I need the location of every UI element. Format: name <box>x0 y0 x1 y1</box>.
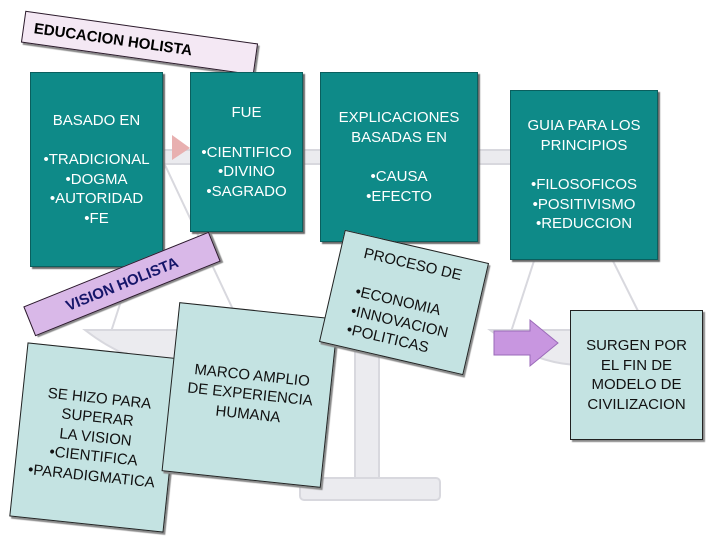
list-item: EFECTO <box>366 187 432 207</box>
list-item: SAGRADO <box>201 182 291 202</box>
basado-en-box: BASADO EN TRADICIONAL DOGMA AUTORIDAD FE <box>30 72 163 267</box>
guia-title-line2: PRINCIPIOS <box>540 136 628 154</box>
explicaciones-title-line1: EXPLICACIONES <box>338 109 460 126</box>
guia-list: FILOSOFICOS POSITIVISMO REDUCCION <box>531 175 637 234</box>
list-item: FE <box>43 209 149 229</box>
explicaciones-title-line2: BASADAS EN <box>351 128 447 146</box>
se-hizo-list: CIENTIFICA PARADIGMATICA <box>27 441 158 493</box>
guia-principios-box: GUIA PARA LOS PRINCIPIOS FILOSOFICOS POS… <box>510 90 658 260</box>
se-hizo-para-box: SE HIZO PARA SUPERAR LA VISION CIENTIFIC… <box>9 342 182 533</box>
surgen-por-box: SURGEN POR EL FIN DE MODELO DE CIVILIZAC… <box>570 310 703 440</box>
surgen-line2: EL FIN DE <box>600 356 673 374</box>
list-item: POSITIVISMO <box>531 195 637 215</box>
list-item: TRADICIONAL <box>43 150 150 170</box>
right-arrow-icon <box>493 318 559 368</box>
list-item: AUTORIDAD <box>43 189 149 209</box>
proceso-list: ECONOMIA INNOVACION POLITICAS <box>345 282 455 361</box>
list-item: DOGMA <box>43 170 149 190</box>
explicaciones-box: EXPLICACIONES BASADAS EN CAUSA EFECTO <box>320 72 478 242</box>
list-item: CAUSA <box>366 167 432 187</box>
list-item: DIVINO <box>201 162 291 182</box>
surgen-line1: SURGEN POR <box>586 337 687 354</box>
fue-box: FUE CIENTIFICO DIVINO SAGRADO <box>190 72 303 232</box>
surgen-line3: MODELO DE <box>591 376 682 393</box>
list-item: CIENTIFICO <box>201 143 292 163</box>
explicaciones-list: CAUSA EFECTO <box>366 167 432 206</box>
list-item: REDUCCION <box>531 214 637 234</box>
marco-amplio-box: MARCO AMPLIO DE EXPERIENCIA HUMANA <box>161 302 339 488</box>
fue-list: CIENTIFICO DIVINO SAGRADO <box>201 143 292 202</box>
guia-title-line1: GUIA PARA LOS <box>527 117 641 135</box>
surgen-line4: CIVILIZACION <box>587 395 686 413</box>
basado-en-title: BASADO EN <box>52 111 141 129</box>
basado-en-list: TRADICIONAL DOGMA AUTORIDAD FE <box>43 150 150 229</box>
fue-title: FUE <box>231 104 262 121</box>
list-item: FILOSOFICOS <box>531 175 637 195</box>
